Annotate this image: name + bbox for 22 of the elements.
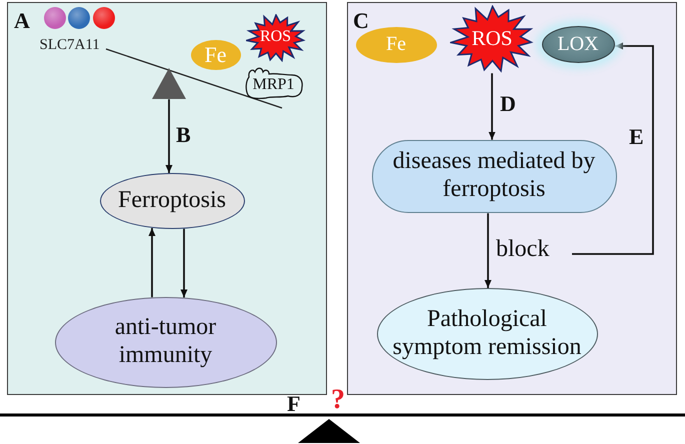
starburst-node: ROS [450,4,534,72]
blob-node: MRP1 [244,64,304,98]
starburst-node: ROS [246,14,306,62]
fulcrum-triangle [152,68,186,98]
ellipse-node: LOX [542,26,614,62]
arrow [166,99,172,173]
node-label: SLC7A11 [40,38,100,52]
arrow [488,73,496,140]
ellipse-node: Pathological symptom remission [376,288,598,380]
panel-letter: F [287,393,300,415]
ellipse-node: Fe [190,40,240,70]
arrow [180,228,188,298]
arrow [148,228,156,298]
arrow [572,42,654,255]
question-mark: ? [331,386,345,414]
ellipse-node: anti-tumor immunity [54,296,276,388]
panel [7,2,327,395]
panel-letter: A [14,10,30,32]
rounded-box: diseases mediated by ferroptosis [372,140,616,212]
panel [347,2,677,395]
ellipse-node: Ferroptosis [100,172,244,228]
arrow [484,213,492,288]
